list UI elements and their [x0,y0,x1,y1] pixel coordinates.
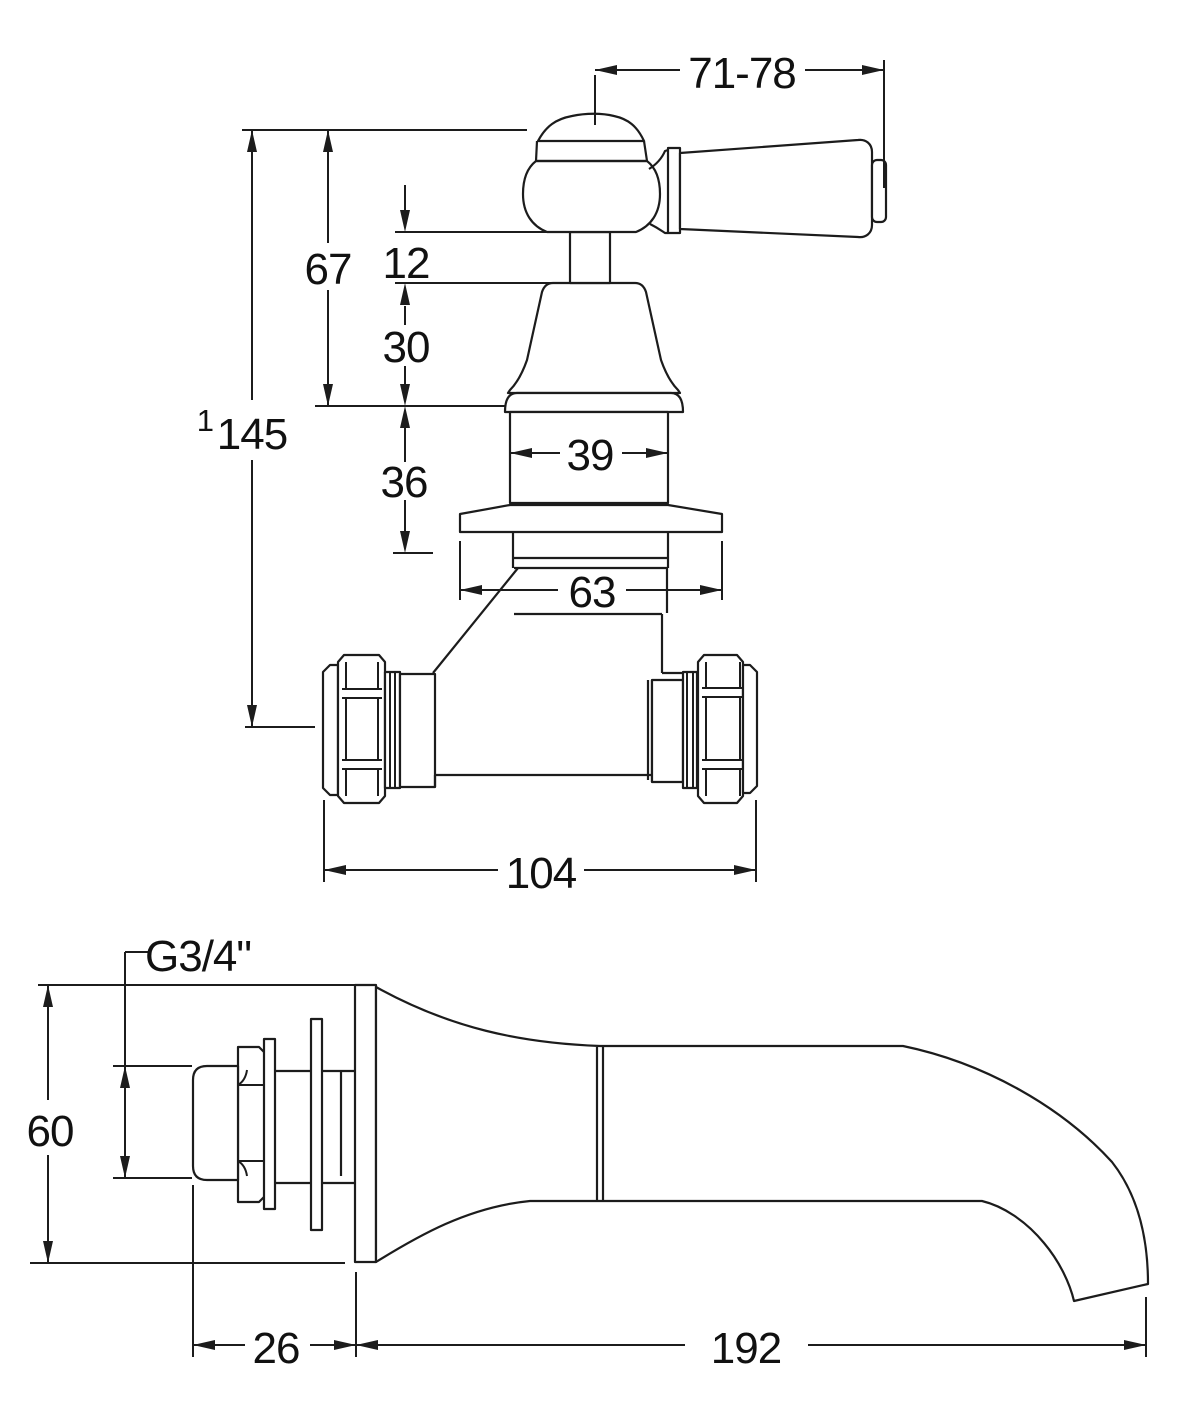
body-neck [511,532,670,570]
hub-cap-dome [536,112,646,143]
collar-left [383,670,402,790]
flange-disc-inner [262,1037,277,1211]
ferrule [648,148,669,235]
valve-dimensions: 71-78 1 145 67 12 30 36 39 63 [197,49,885,898]
dim-body-width-label: 39 [567,431,614,480]
dim-thread-label: G3/4" [145,932,251,981]
dim-bonnet-height-label: 30 [383,323,430,372]
hex-locknut [236,1045,267,1204]
spout-body [374,985,1150,1303]
spout-fixing-kit [191,1017,355,1232]
valve-body [432,281,724,674]
body-cylinder [508,410,670,505]
valve-stem [568,230,612,285]
lever-end-cap [870,158,888,224]
hex-nut-right [696,653,745,805]
collar-right [681,670,699,790]
flange-disc-outer [309,1017,324,1232]
spout-side-view: G3/4" 60 26 192 [27,932,1150,1373]
dim-height-label: 60 [27,1107,74,1156]
compression-end-left [321,663,340,797]
tee-pipe-assembly [321,653,759,805]
dim-tee-width-label: 104 [506,849,577,898]
body-transition [432,567,669,674]
lever-handle [678,138,874,239]
valve-front-view: 71-78 1 145 67 12 30 36 39 63 [197,49,888,898]
hex-nut-left [336,653,387,805]
pipe-body [433,671,683,787]
dim-upper-height-label: 67 [305,245,352,294]
hub-cap-band [534,140,649,163]
compression-end-right [741,663,759,795]
dim-stem-height-label: 12 [383,239,430,288]
dim-flange-width-label: 63 [569,568,616,617]
hub-body [521,159,662,234]
dim-handle-width-label: 71-78 [688,49,796,98]
spout-dimensions: G3/4" 60 26 192 [27,932,1147,1373]
dim-wall-depth-label: 26 [253,1324,300,1373]
bonnet-bell [506,281,682,395]
wall-flange [458,503,724,534]
dim-total-height-label: 145 [217,410,287,459]
bonnet-rim [503,391,685,414]
dim-total-height-sup-label: 1 [197,403,214,438]
handle-assembly [521,112,888,285]
dim-lower-height-label: 36 [381,458,428,507]
tee-run-left [398,672,437,789]
cup-washer-right [650,678,685,784]
ferrule-flange [666,146,682,235]
spout-seam [595,1047,605,1200]
dim-projection-label: 192 [711,1324,781,1373]
threaded-tail [191,1064,240,1182]
wall-plate [353,983,378,1264]
